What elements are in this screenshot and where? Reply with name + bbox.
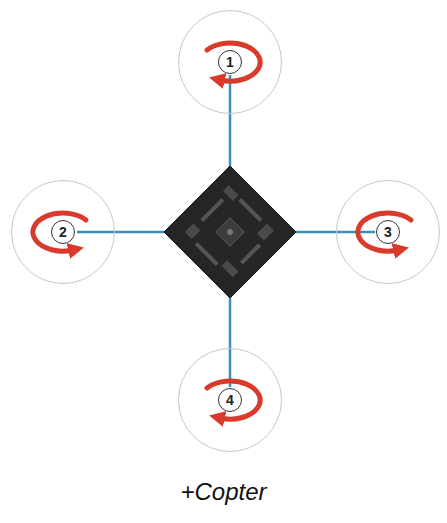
board-components [182,185,277,280]
arms [77,75,375,387]
rotation-arrow [358,213,411,251]
rotation-arrows [33,43,411,419]
rotation-arrow [207,381,260,419]
trace [200,198,224,222]
rotor-number: 2 [51,220,75,244]
rotor-number: 1 [218,50,242,74]
caption: +Copter [0,478,447,506]
trace [195,242,219,266]
rotation-arrow [207,43,260,81]
rotor-number: 3 [376,220,400,244]
rotor-circle: 4 [178,348,282,452]
trace [238,198,262,222]
rotor-circle: 3 [336,180,440,284]
flight-controller [164,166,296,298]
component [257,224,274,241]
component [185,224,201,240]
component [226,228,234,236]
rotor-circle: 1 [178,10,282,114]
rotor-circle: 2 [11,180,115,284]
board [164,166,296,298]
rotation-arrow [33,213,86,251]
component [223,185,239,201]
component [222,260,239,277]
trace [240,243,261,264]
rotor-number: 4 [218,388,242,412]
chip [216,218,244,246]
